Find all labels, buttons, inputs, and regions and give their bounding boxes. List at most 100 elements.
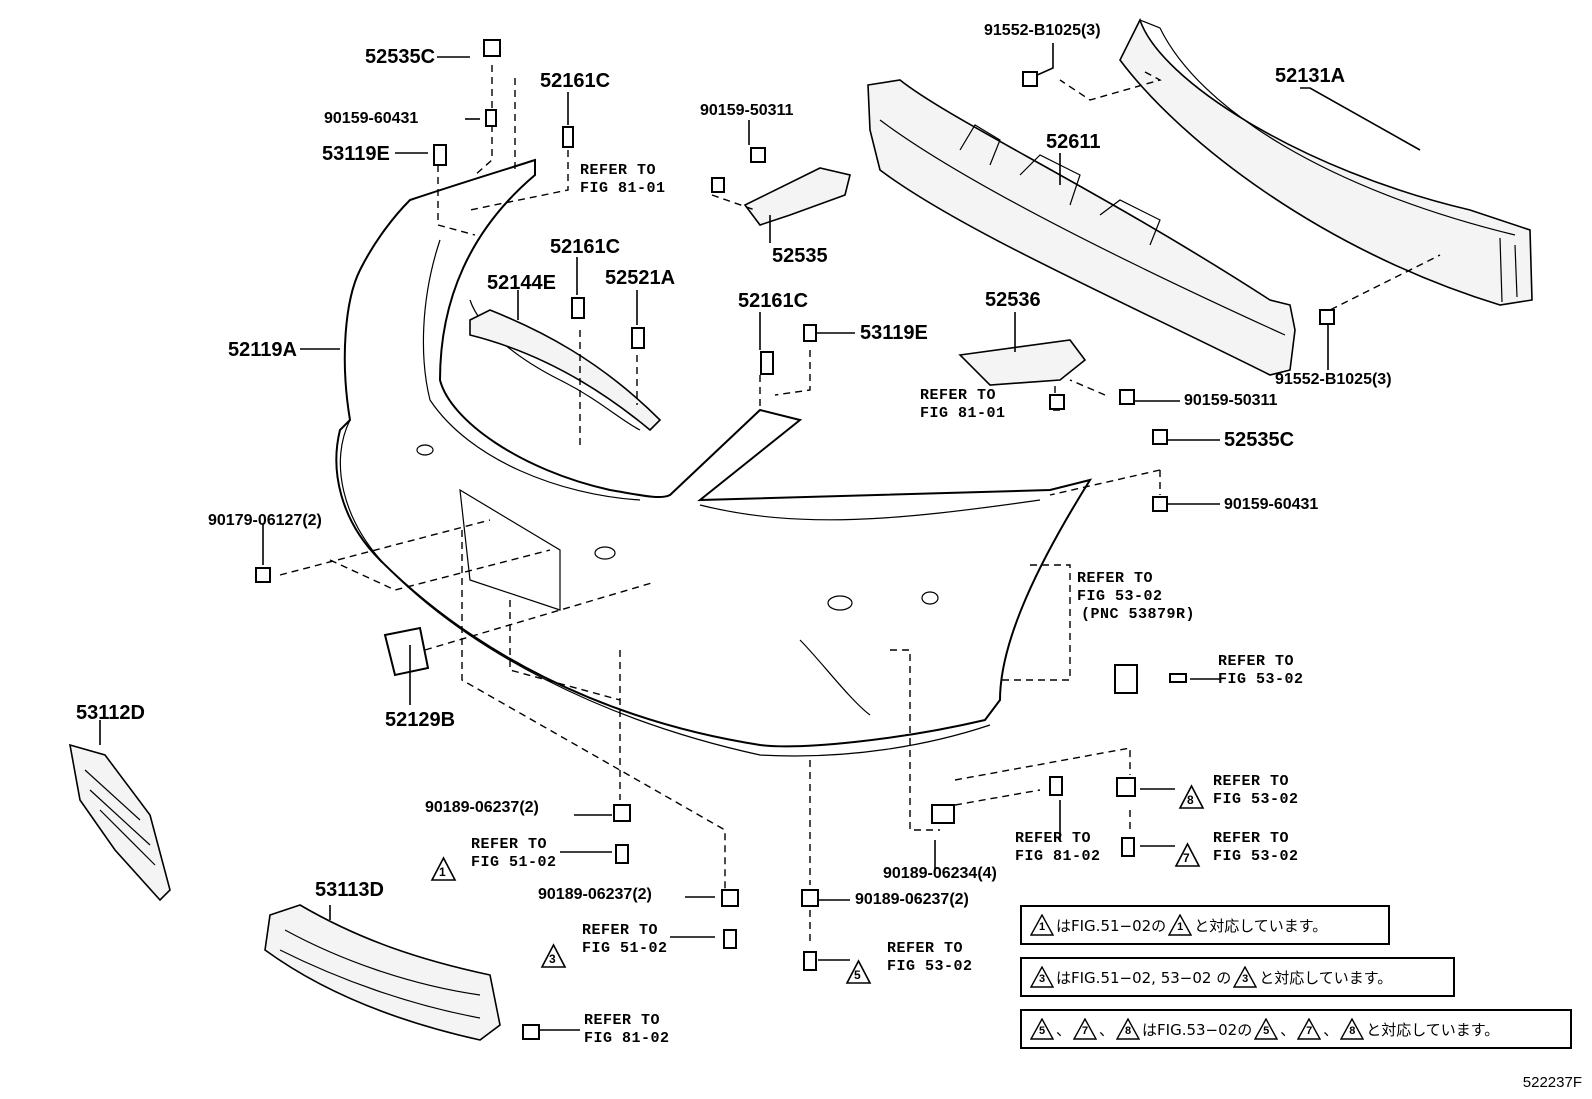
part-label-90179-06127[interactable]: 90179-06127(2) [208,512,322,529]
part-label-52131a[interactable]: 52131A [1275,65,1346,87]
triangle-icon: 5 [1030,1018,1054,1040]
refer-line-1: REFER TO [920,387,997,404]
part-label-90159-50311-top[interactable]: 90159-50311 [700,102,794,119]
refer-fig-81-02-b[interactable]: REFER TO FIG 81-02 [584,1012,670,1048]
part-label-91552-b1025-top[interactable]: 91552-B1025(3) [984,22,1101,39]
part-label-90189-06237-center[interactable]: 90189-06237(2) [538,886,652,903]
refer-fig-53-02-marker-5[interactable]: REFER TO FIG 53-02 [887,940,973,976]
part-label-90159-60431-mid[interactable]: 90159-60431 [1224,496,1319,513]
grille-52144e [469,309,662,432]
part-label-52535[interactable]: 52535 [772,245,828,267]
triangle-icon: 3 [1030,966,1054,988]
diagram-code: 522237F [1522,1074,1582,1091]
triangle-number: 8 [1124,1025,1132,1037]
bumper-cover-52119a [335,158,1093,757]
marker-3-number: 3 [549,952,556,966]
triangle-marker-8 [1178,784,1205,809]
refer-line-1: REFER TO [887,940,964,957]
bracket-52536 [958,339,1087,386]
refer-fig-53-02-a[interactable]: REFER TO FIG 53-02 [1218,653,1304,689]
note-separator: 、 [1280,1020,1296,1039]
triangle-markers [430,784,1205,984]
reinforcement-52131a [1119,17,1533,306]
part-label-90159-50311-mid[interactable]: 90159-50311 [1184,392,1278,409]
triangle-icon: 1 [1030,914,1054,936]
triangle-icon: 7 [1297,1018,1322,1040]
part-label-52521a[interactable]: 52521A [605,267,676,289]
bracket-52535 [743,167,851,226]
refer-line-2: FIG 53-02 [1213,848,1299,865]
triangle-number: 3 [1038,973,1046,985]
part-label-52144e[interactable]: 52144E [487,272,556,294]
part-label-52611[interactable]: 52611 [1046,131,1101,153]
triangle-number: 8 [1349,1025,1356,1037]
part-label-53119e-top[interactable]: 53119E [322,143,390,165]
part-label-90189-06234[interactable]: 90189-06234(4) [883,865,997,882]
note-separator: 、 [1099,1020,1115,1039]
refer-line-2: FIG 81-01 [920,405,1006,422]
triangle-marker-5 [845,959,872,984]
refer-fig-51-02-marker-3[interactable]: REFER TO FIG 51-02 [582,922,668,958]
refer-fig-81-02-a[interactable]: REFER TO FIG 81-02 [1015,830,1101,866]
note-text: はFIG.51−02の [1056,916,1167,935]
part-label-52161c-a[interactable]: 52161C [540,70,611,92]
refer-line-2: FIG 81-02 [1015,848,1101,865]
refer-fig-51-02-marker-1[interactable]: REFER TO FIG 51-02 [471,836,557,872]
part-label-90159-60431-top[interactable]: 90159-60431 [324,110,419,127]
part-label-53112d[interactable]: 53112D [76,702,145,724]
refer-line-1: REFER TO [1213,773,1290,790]
part-label-90189-06237-left[interactable]: 90189-06237(2) [425,799,539,816]
refer-fig-53-02-marker-7[interactable]: REFER TO FIG 53-02 [1213,830,1299,866]
triangle-icon: 8 [1340,1018,1365,1040]
refer-line-2: FIG 81-02 [584,1030,670,1047]
grille-53113d [264,904,501,1041]
dashed-lines [279,65,1441,945]
absorber-52611 [867,79,1296,376]
note-text: と対応しています。 [1366,1020,1500,1039]
note-markers-5-7-8: 5 、 7 、 8 はFIG.53−02の 5 、 7 、 8 と対応しています… [1020,1009,1572,1049]
marker-5-number: 5 [854,968,861,982]
part-label-53119e-mid[interactable]: 53119E [860,322,928,344]
triangle-number: 7 [1081,1025,1089,1037]
refer-fig-53-02-pnc[interactable]: REFER TO FIG 53-02 (PNC 53879R) [1077,570,1195,624]
triangle-marker-3 [540,943,567,968]
refer-fig-53-02-marker-8[interactable]: REFER TO FIG 53-02 [1213,773,1299,809]
refer-line-1: REFER TO [582,922,659,939]
triangle-number: 1 [1038,921,1046,933]
refer-line-2: FIG 53-02 [887,958,973,975]
part-label-52119a[interactable]: 52119A [228,339,297,361]
part-label-52161c-b[interactable]: 52161C [550,236,621,258]
part-label-90189-06237-right[interactable]: 90189-06237(2) [855,891,969,908]
part-label-91552-b1025-bottom[interactable]: 91552-B1025(3) [1275,371,1392,388]
refer-line-1: REFER TO [1213,830,1290,847]
part-label-53113d[interactable]: 53113D [315,879,384,901]
part-label-52129b[interactable]: 52129B [385,709,456,731]
refer-line-2: FIG 53-02 [1218,671,1304,688]
fasteners [255,39,1335,1040]
part-label-52535c-mid[interactable]: 52535C [1224,429,1295,451]
triangle-icon: 1 [1168,914,1193,936]
refer-line-2: FIG 51-02 [582,940,668,957]
triangle-icon: 3 [1233,966,1258,988]
triangle-icon: 5 [1254,1018,1279,1040]
note-text: と対応しています。 [1194,916,1328,935]
refer-line-2: FIG 81-01 [580,180,666,197]
part-label-52536[interactable]: 52536 [985,289,1041,311]
triangle-marker-7 [1174,842,1201,867]
note-marker-1: 1 はFIG.51−02の 1 と対応しています。 [1020,905,1390,945]
triangle-number: 3 [1242,973,1249,985]
part-label-52161c-c[interactable]: 52161C [738,290,809,312]
refer-fig-81-01-b[interactable]: REFER TO FIG 81-01 [920,387,1006,423]
grille-53112d [68,743,171,902]
refer-fig-81-01-a[interactable]: REFER TO FIG 81-01 [580,162,666,198]
refer-line-1: REFER TO [580,162,657,179]
triangle-marker-1 [430,856,457,881]
part-label-52535c-top[interactable]: 52535C [365,46,436,68]
triangle-number: 7 [1306,1025,1313,1037]
refer-line-1: REFER TO [471,836,548,853]
marker-8-number: 8 [1187,793,1194,807]
triangle-icon: 8 [1116,1018,1141,1040]
note-text: はFIG.53−02の [1142,1020,1253,1039]
cover-52129b [383,626,430,677]
